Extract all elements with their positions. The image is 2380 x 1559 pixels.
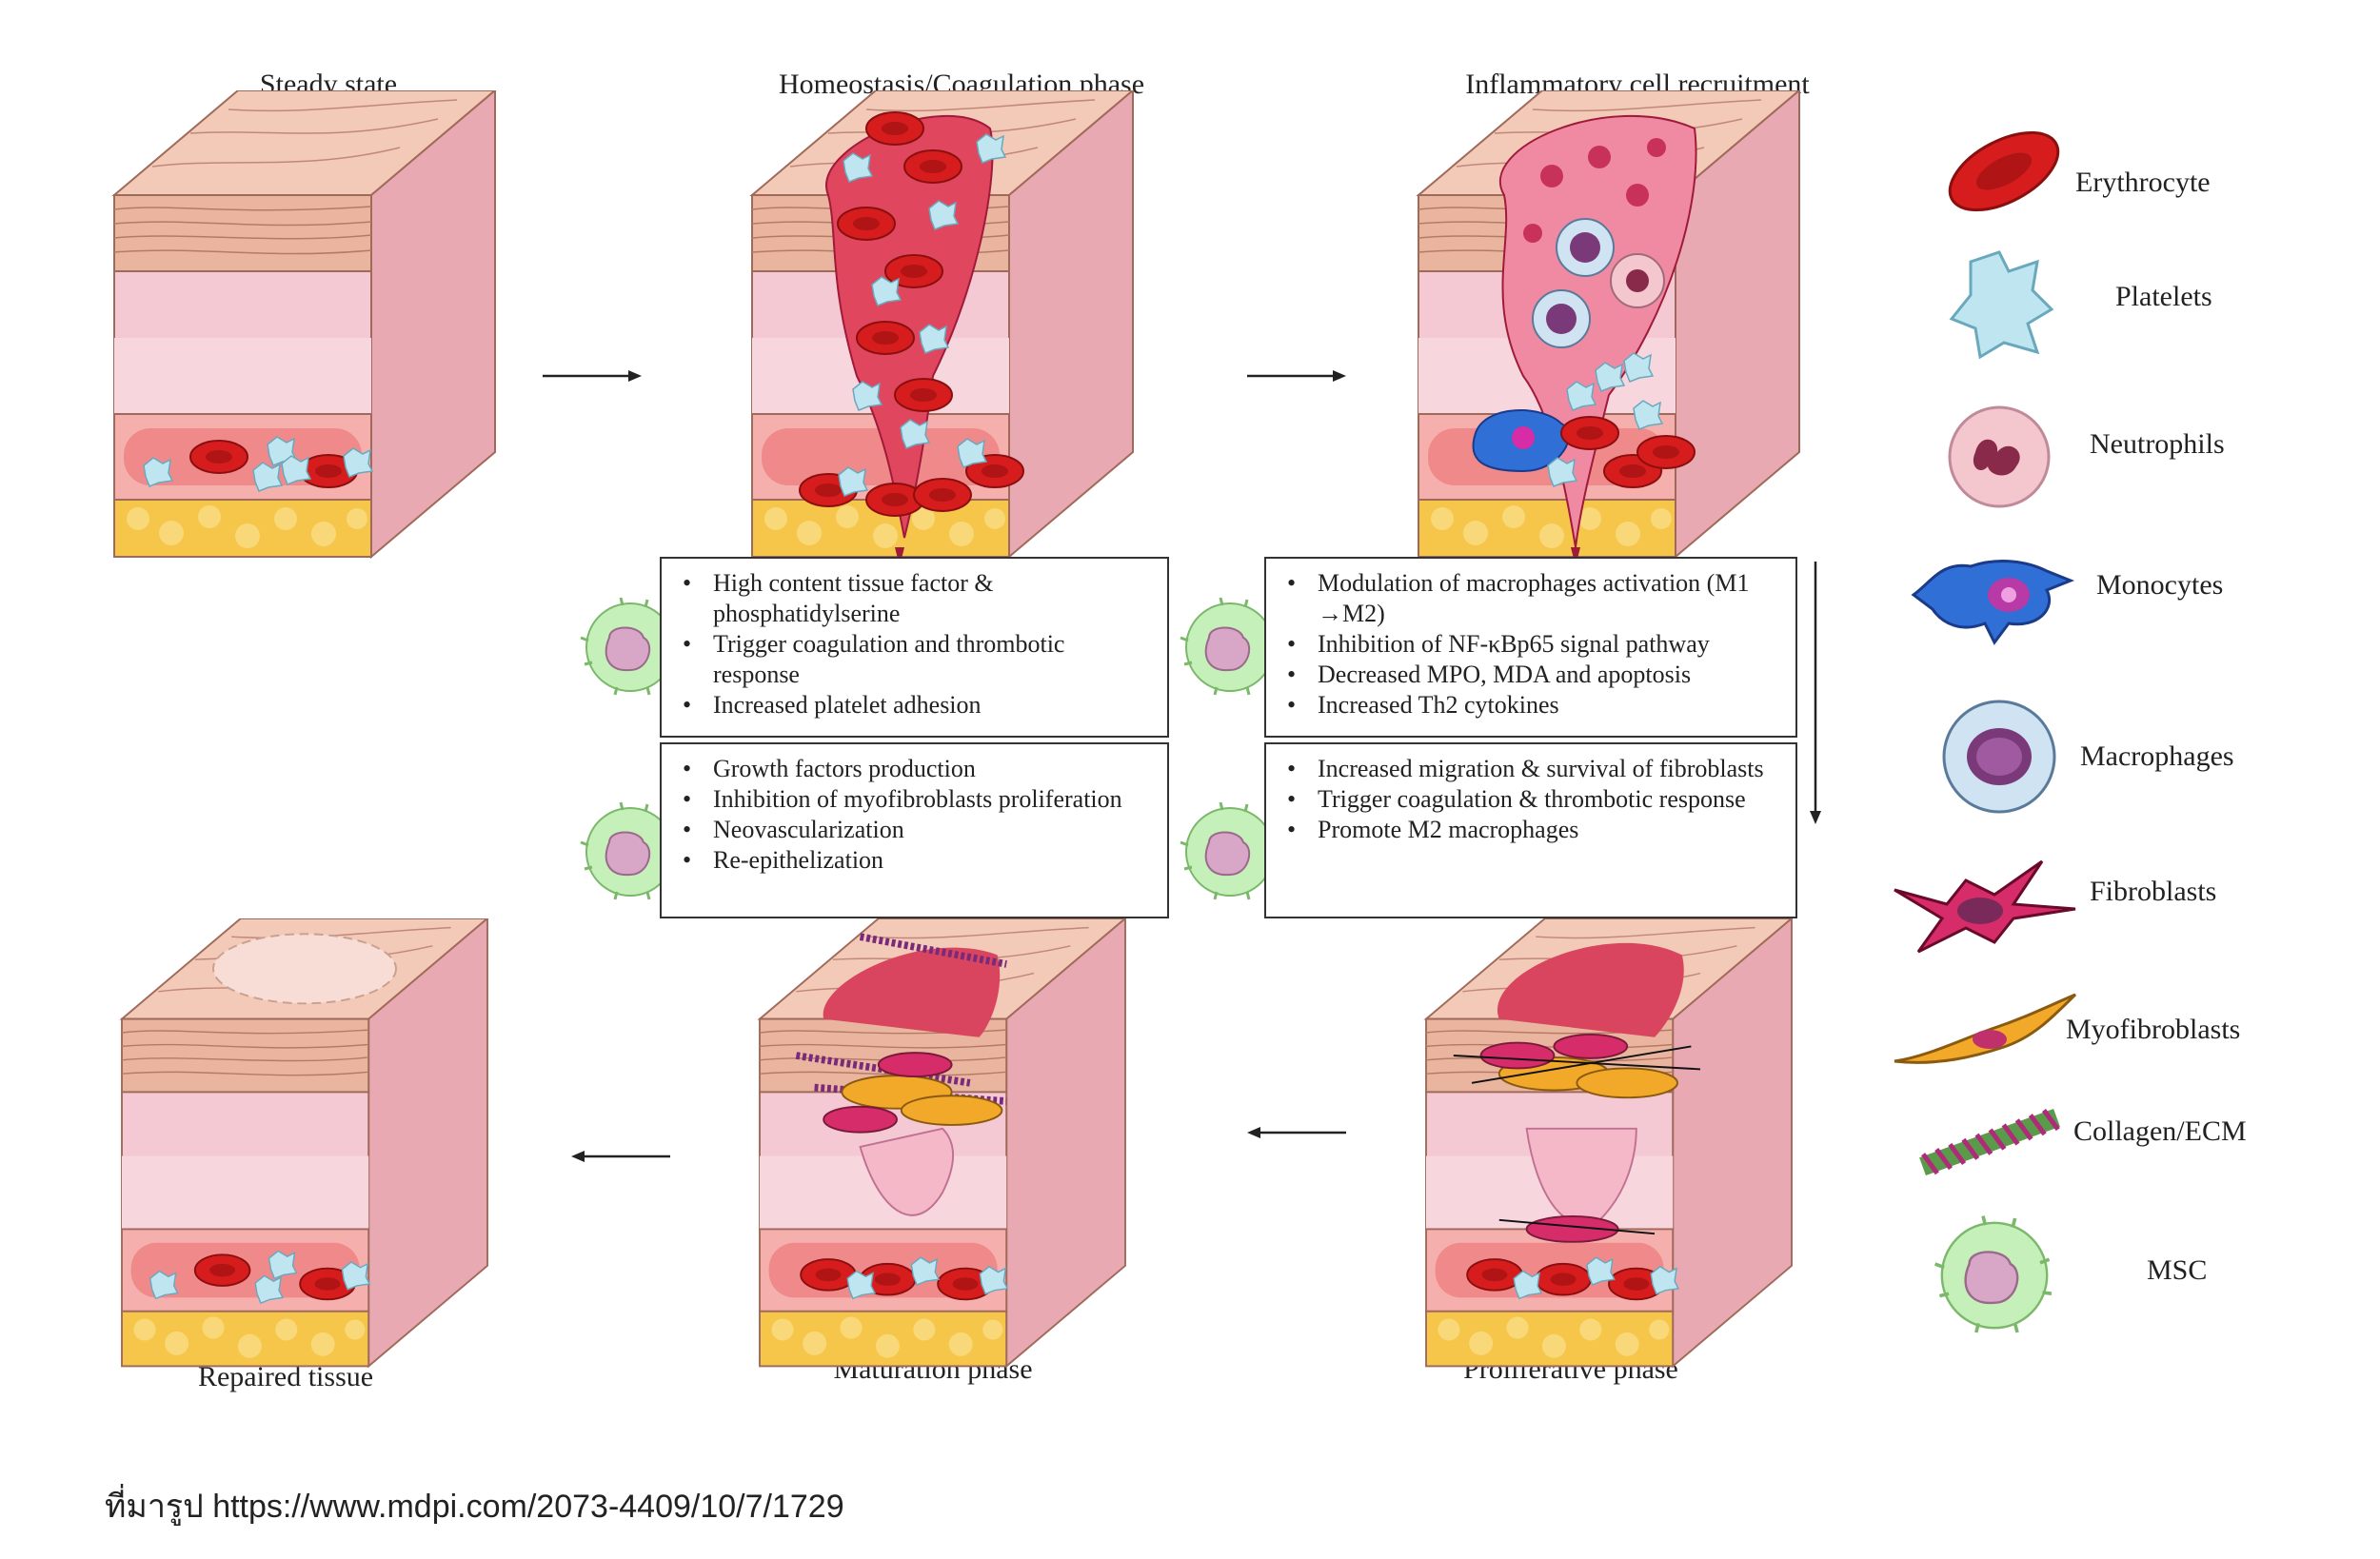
diagram-steady-state	[113, 90, 496, 558]
source-caption: ที่มารูป https://www.mdpi.com/2073-4409/…	[105, 1489, 844, 1525]
list-item: Trigger coagulation & thrombotic respons…	[1283, 784, 1784, 815]
legend-label-neutrophils: Neutrophils	[2090, 428, 2225, 460]
list-item: Neovascularization	[679, 815, 1156, 845]
legend-label-myofibroblasts: Myofibroblasts	[2066, 1014, 2241, 1045]
diagram-homeostasis-phase	[751, 90, 1134, 566]
erythrocyte-icon	[1948, 130, 2060, 212]
legend-label-platelets: Platelets	[2115, 281, 2212, 312]
box-coagulation-effects: High content tissue factor & phosphatidy…	[660, 557, 1169, 738]
legend-label-monocytes: Monocytes	[2096, 569, 2224, 601]
neutrophil-icon	[1948, 405, 2051, 508]
list-item: Decreased MPO, MDA and apoptosis	[1283, 660, 1784, 690]
monocyte-icon	[1911, 560, 2075, 645]
diagram-proliferative-phase	[1425, 918, 1793, 1368]
legend-label-erythrocyte: Erythrocyte	[2075, 167, 2211, 198]
list-item: Re-epithelization	[679, 845, 1156, 876]
list-item: Promote M2 macrophages	[1283, 815, 1784, 845]
list-item: Inhibition of NF-κBp65 signal pathway	[1283, 629, 1784, 660]
legend-label-msc: MSC	[2147, 1254, 2208, 1286]
box-maturation-effects: Growth factors production Inhibition of …	[660, 742, 1169, 918]
legend-label-collagen-ecm: Collagen/ECM	[2073, 1115, 2247, 1147]
list-item: Increased Th2 cytokines	[1283, 690, 1784, 720]
legend-label-fibroblasts: Fibroblasts	[2090, 876, 2217, 907]
list-item: Growth factors production	[679, 754, 1156, 784]
diagram-maturation-phase	[759, 918, 1126, 1368]
legend-label-macrophages: Macrophages	[2080, 740, 2234, 772]
myofibroblast-icon	[1894, 993, 2077, 1064]
arrow-maturation-to-repaired	[571, 1149, 672, 1164]
box-proliferation-effects: Increased migration & survival of fibrob…	[1264, 742, 1797, 918]
msc-icon	[1933, 1214, 2053, 1334]
list-item: Trigger coagulation and thrombotic respo…	[679, 629, 1156, 690]
list-item: Increased platelet adhesion	[679, 690, 1156, 720]
list-item: High content tissue factor & phosphatidy…	[679, 568, 1156, 629]
arrow-proliferative-to-maturation	[1247, 1125, 1348, 1140]
list-item: Modulation of macrophages activation (M1…	[1283, 568, 1784, 629]
list-item: Inhibition of myofibroblasts proliferati…	[679, 784, 1156, 815]
diagram-inflammatory-recruitment	[1418, 90, 1800, 566]
arrow-steady-to-homeostasis	[543, 368, 644, 384]
platelet-icon	[1949, 250, 2054, 360]
arrow-homeostasis-to-inflammatory	[1247, 368, 1348, 384]
macrophage-icon	[1942, 700, 2056, 814]
fibroblast-icon	[1894, 859, 2076, 954]
collagen-icon	[1919, 1108, 2060, 1176]
diagram-repaired-tissue	[121, 918, 488, 1368]
box-inflammation-effects: Modulation of macrophages activation (M1…	[1264, 557, 1797, 738]
arrow-inflammatory-to-proliferative	[1810, 562, 1821, 824]
list-item: Increased migration & survival of fibrob…	[1283, 754, 1784, 784]
